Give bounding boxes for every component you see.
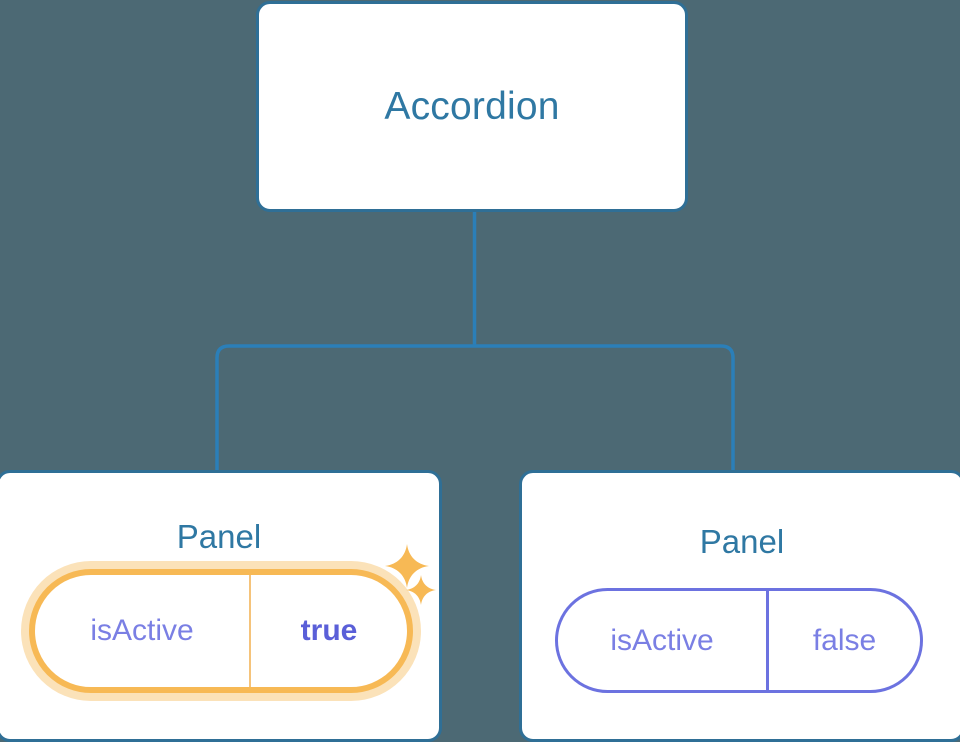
prop-key: isActive: [35, 575, 251, 687]
node-title: Panel: [176, 518, 262, 555]
prop-pill-isactive-true[interactable]: isActive true: [29, 569, 413, 693]
prop-pill-container-inactive: isActive false: [555, 588, 923, 693]
prop-value: true: [300, 614, 358, 647]
connector-bus-right: [474, 344, 735, 472]
prop-key: isActive: [558, 591, 769, 690]
node-title: Accordion: [384, 85, 560, 128]
prop-pill-container-active: isActive true: [29, 569, 413, 693]
prop-pill-isactive-false[interactable]: isActive false: [555, 588, 923, 693]
connector-bus-left: [215, 344, 475, 472]
node-title: Panel: [699, 523, 785, 560]
prop-value: false: [812, 623, 877, 657]
node-accordion[interactable]: Accordion: [256, 1, 688, 212]
